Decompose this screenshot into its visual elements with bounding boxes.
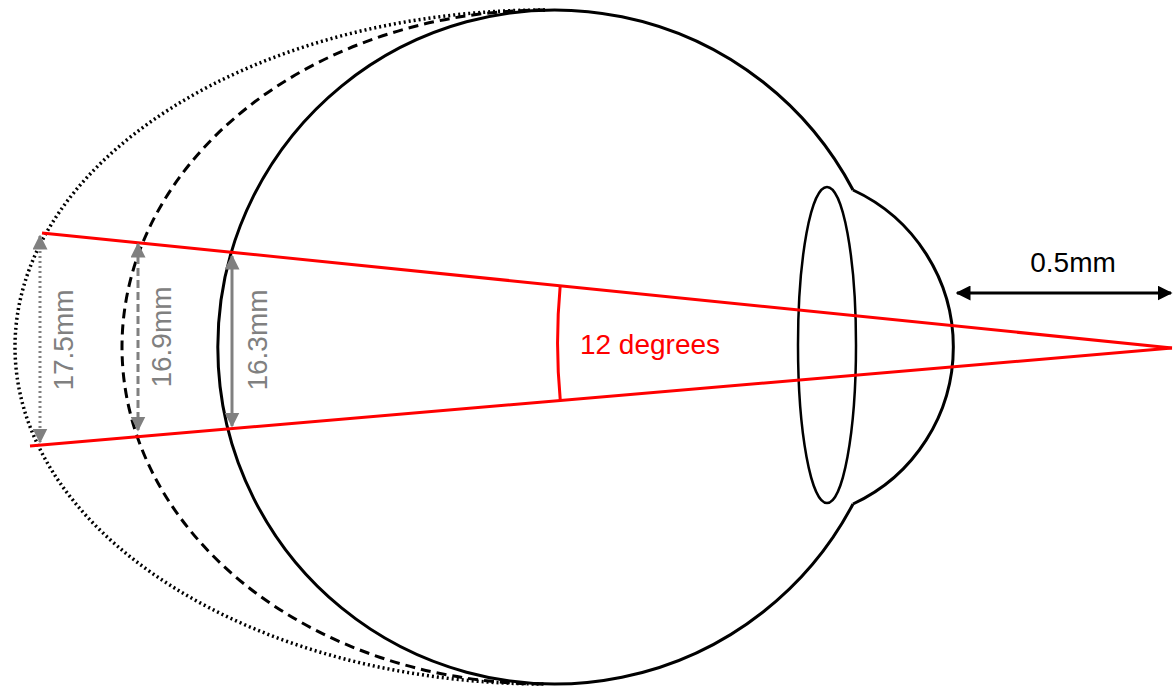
dimension-label: 17.5mm: [50, 289, 78, 390]
dimension-label: 16.3mm: [244, 289, 272, 390]
dimension-label: 16.9mm: [148, 286, 176, 387]
distance-label: 0.5mm: [1030, 249, 1116, 277]
distance-arrow: [957, 292, 1171, 295]
dimension-arrow: [39, 236, 42, 442]
dashed-eye-outline: [122, 10, 545, 684]
cornea-outline: [853, 190, 953, 504]
angle-arc: [558, 286, 561, 401]
dimension-arrow: [231, 256, 234, 426]
dotted-eye-outline: [15, 10, 545, 684]
lens-outline: [798, 187, 856, 503]
eyeball-outline: [218, 10, 853, 684]
dimension-arrow: [137, 244, 140, 430]
angle-label: 12 degrees: [580, 331, 720, 359]
ray-line: [30, 348, 1172, 446]
